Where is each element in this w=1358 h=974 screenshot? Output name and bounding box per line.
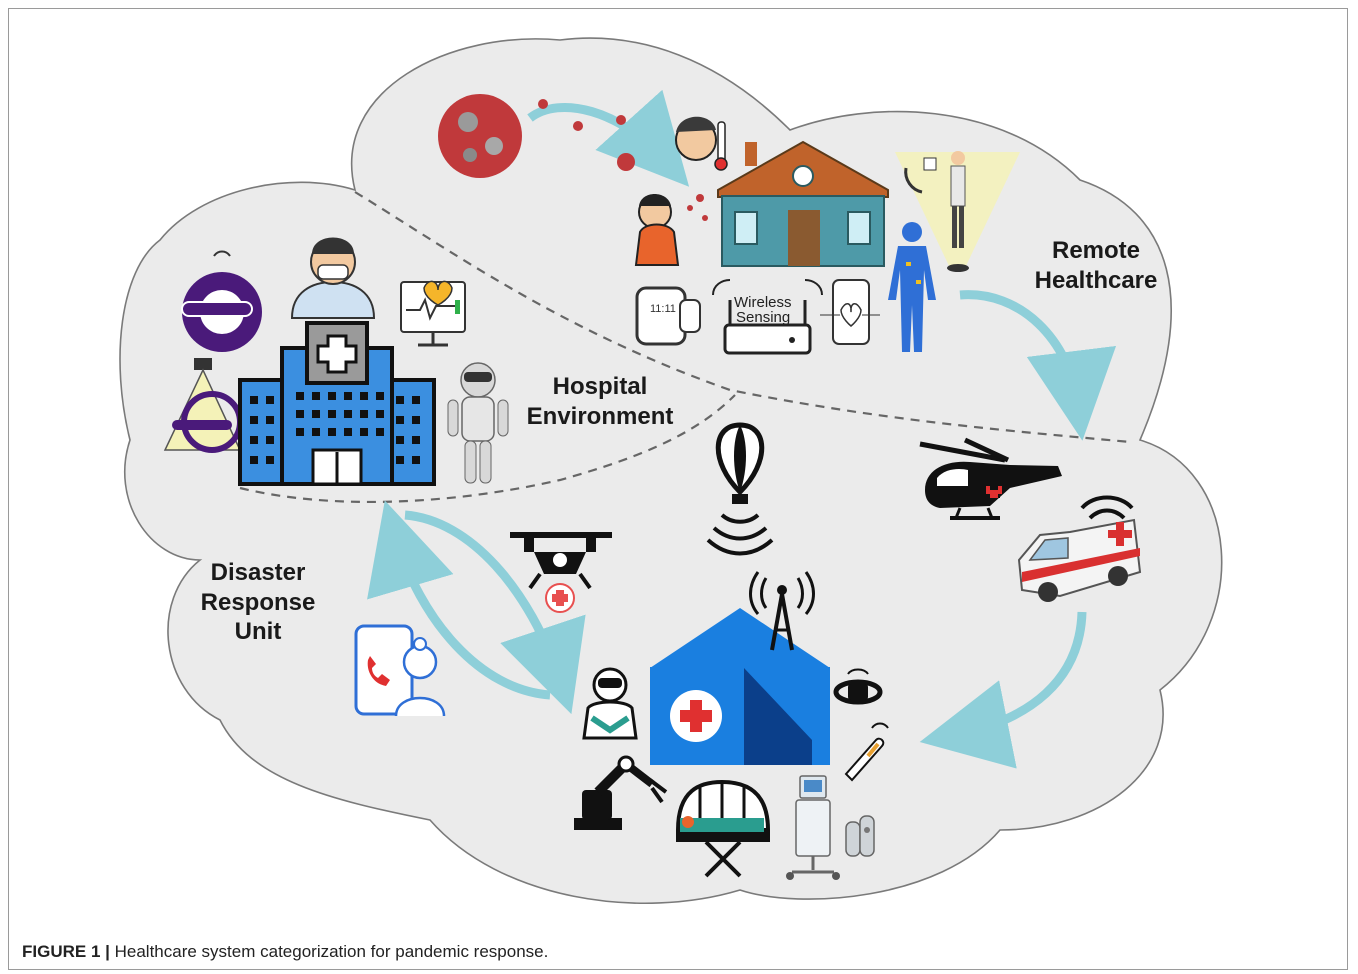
label-hospital-environment-1: Hospital xyxy=(553,373,648,400)
mri-scanner-icon xyxy=(181,250,262,352)
balloon-icon xyxy=(706,422,774,556)
tent-hospital-icon xyxy=(650,608,830,765)
arrow-ambulance-to-tent xyxy=(919,611,1087,769)
label-remote-healthcare-2: Healthcare xyxy=(1035,267,1158,294)
coughing-person-icon xyxy=(634,194,708,266)
helicopter-icon xyxy=(919,437,1062,520)
figure-caption: FIGURE 1 | Healthcare system categorizat… xyxy=(22,942,548,962)
body-sensor-icon xyxy=(888,222,936,352)
robot-icon xyxy=(447,362,509,484)
drone-icon xyxy=(510,532,612,613)
arrow-remote-to-helicopter xyxy=(959,290,1117,441)
house-icon xyxy=(717,140,889,267)
watch-time: 11:11 xyxy=(650,303,676,315)
cell-tower-icon xyxy=(749,571,815,651)
smartwatch-icon: 11:11 xyxy=(635,286,701,346)
router-icon: Wireless Sensing xyxy=(712,279,823,355)
hospital-building-icon xyxy=(238,321,436,486)
oxygen-tanks-icon xyxy=(845,815,875,857)
router-label-line1: Wireless xyxy=(734,294,792,311)
caption-prefix: FIGURE 1 | xyxy=(22,942,110,961)
ecg-monitor-icon xyxy=(400,280,466,347)
label-disaster-response-2: Response xyxy=(201,589,316,616)
wearable-band-icon xyxy=(833,668,883,705)
virus-icon xyxy=(438,94,635,178)
telemedicine-doctor-icon xyxy=(895,151,1020,272)
thermometer-icon xyxy=(844,722,889,782)
isolation-pod-icon xyxy=(675,779,771,878)
label-remote-healthcare-1: Remote xyxy=(1052,237,1140,264)
separator-hospital-disaster xyxy=(239,394,736,504)
label-disaster-response-3: Unit xyxy=(235,618,282,645)
arrow-tent-to-hospital xyxy=(367,500,551,700)
doctor-icon xyxy=(290,237,376,319)
hazmat-worker-icon xyxy=(582,667,638,740)
sick-person-icon xyxy=(675,116,728,171)
smartphone-ecg-icon xyxy=(820,279,880,345)
separator-remote-hospital xyxy=(354,191,1131,444)
robotic-arm-icon xyxy=(574,755,668,830)
label-disaster-response-1: Disaster xyxy=(211,559,306,586)
arrow-virus-to-home xyxy=(527,89,690,187)
ambulance-icon xyxy=(1017,495,1142,602)
label-hospital-environment-2: Environment xyxy=(527,403,674,430)
router-label-line2: Sensing xyxy=(736,309,790,326)
ventilator-icon xyxy=(786,775,840,880)
telehealth-phone-icon xyxy=(354,624,446,717)
caption-text: Healthcare system categorization for pan… xyxy=(109,942,549,961)
